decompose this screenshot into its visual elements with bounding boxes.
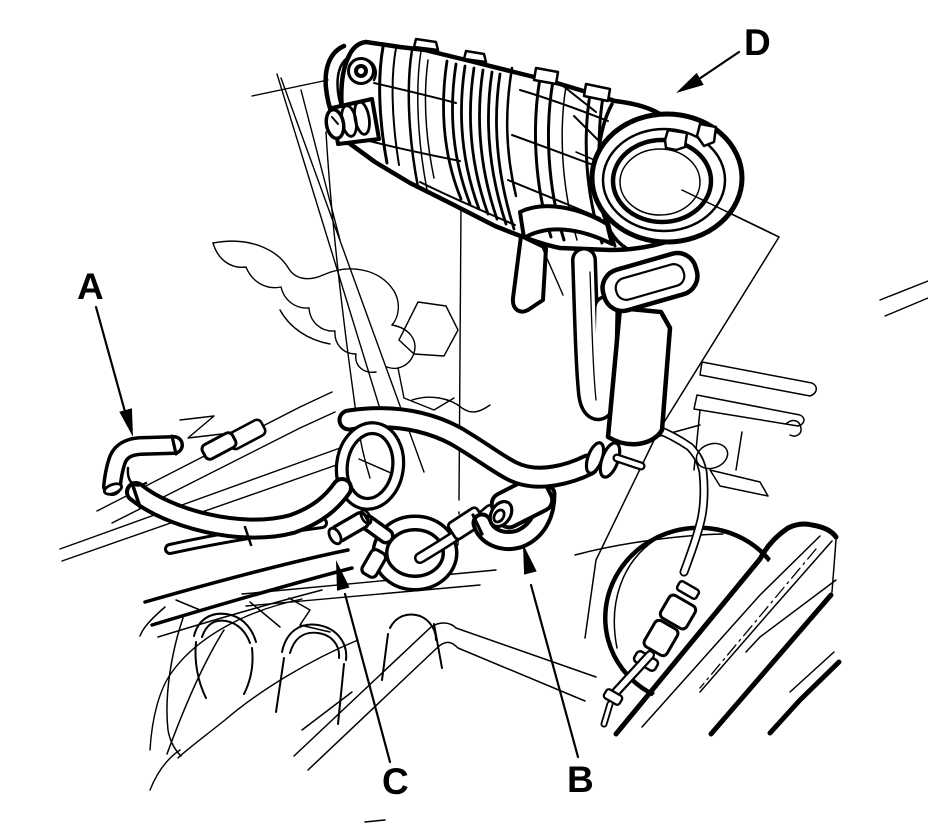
svg-text:A: A xyxy=(77,266,104,307)
svg-text:D: D xyxy=(744,22,771,63)
svg-text:C: C xyxy=(382,761,409,802)
svg-text:B: B xyxy=(567,759,594,800)
